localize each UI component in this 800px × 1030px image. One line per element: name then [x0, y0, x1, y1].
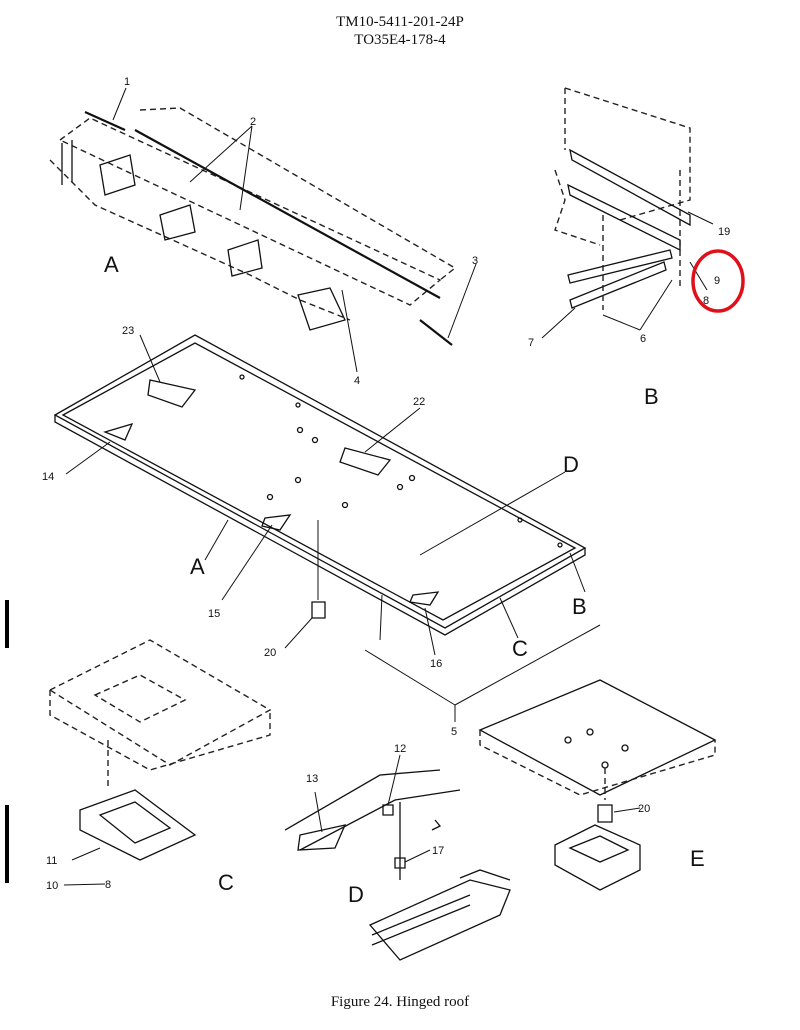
view-label-b-top: B — [644, 384, 659, 409]
document-id-line-2: TO35E4-178-4 — [354, 32, 446, 48]
callout-12: 12 — [394, 743, 406, 755]
document-id-line-1: TM10-5411-201-24P — [336, 14, 464, 30]
figure-caption: Figure 24. Hinged roof — [330, 994, 470, 1010]
callout-6: 6 — [640, 333, 646, 345]
view-label-d-detail: D — [348, 882, 364, 907]
callout-15: 15 — [208, 608, 220, 620]
view-label-b-main: B — [572, 594, 587, 619]
view-label-d-main: D — [563, 452, 579, 477]
callout-8-detail-c: 8 — [105, 879, 111, 891]
view-b-bracket-detail — [541, 87, 745, 339]
red-annotation-circle — [691, 249, 745, 313]
callout-20-detail-e: 20 — [638, 803, 650, 815]
roof-panel-main — [53, 334, 601, 722]
callout-14: 14 — [42, 471, 54, 483]
callout-8: 8 — [703, 295, 709, 307]
callout-23: 23 — [122, 325, 134, 337]
callout-7: 7 — [528, 337, 534, 349]
callout-5: 5 — [451, 726, 457, 738]
callout-2: 2 — [250, 116, 256, 128]
callout-11: 11 — [46, 855, 57, 867]
view-label-c-detail: C — [218, 870, 234, 895]
callout-9: 9 — [714, 275, 720, 287]
callout-10: 10 — [46, 880, 58, 892]
view-a-hinge-assembly — [49, 87, 477, 373]
view-label-a-main: A — [190, 554, 205, 579]
view-label-e-detail: E — [690, 846, 705, 871]
change-bar-bottom — [5, 805, 9, 883]
callout-20: 20 — [264, 647, 276, 659]
detail-c-bracket — [48, 639, 272, 886]
callout-13: 13 — [306, 773, 318, 785]
view-label-a-top: A — [104, 252, 119, 277]
callout-16: 16 — [430, 658, 442, 670]
view-label-c-main: C — [512, 636, 528, 661]
callout-22: 22 — [413, 396, 425, 408]
change-bar-top — [5, 600, 9, 648]
callout-17: 17 — [432, 845, 444, 857]
callout-3: 3 — [472, 255, 478, 267]
detail-e-bracket — [478, 679, 717, 891]
detail-d-hardware — [284, 754, 511, 961]
callout-4: 4 — [354, 375, 360, 387]
callout-19: 19 — [718, 226, 730, 238]
callout-1: 1 — [124, 76, 130, 88]
